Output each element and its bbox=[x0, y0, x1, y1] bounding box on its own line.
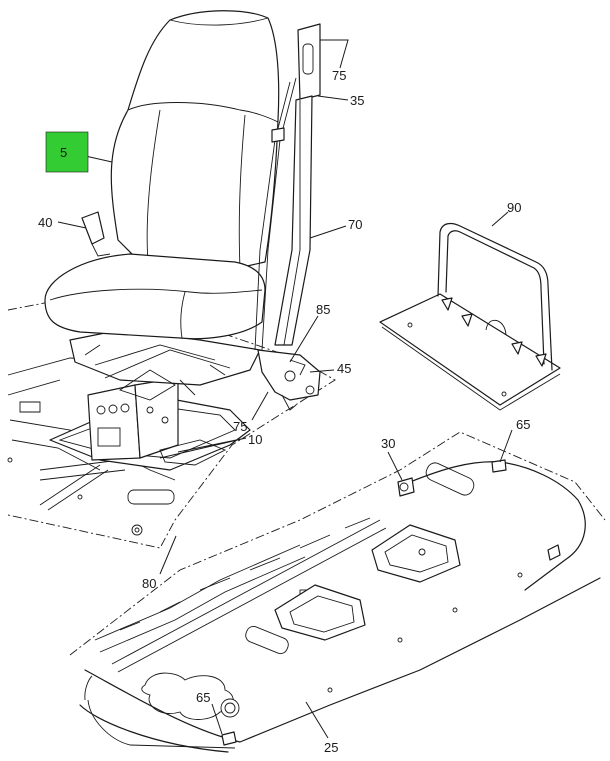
callout-5: 5 bbox=[60, 145, 67, 160]
callout-65-top: 65 bbox=[516, 417, 530, 432]
callout-75-top: 75 bbox=[332, 68, 346, 83]
callout-85: 85 bbox=[316, 302, 330, 317]
callout-30: 30 bbox=[381, 436, 395, 451]
cab-bracket bbox=[379, 222, 561, 411]
callout-65-bottom: 65 bbox=[196, 690, 210, 705]
callout-10: 10 bbox=[248, 432, 262, 447]
left-floor-panel bbox=[7, 299, 336, 549]
callout-75-bottom: 75 bbox=[233, 419, 247, 434]
callouts: 5 40 75 35 70 90 85 45 75 10 30 65 80 65… bbox=[38, 68, 530, 755]
callout-40: 40 bbox=[38, 215, 52, 230]
driver-seat bbox=[44, 10, 280, 340]
callout-70: 70 bbox=[348, 217, 362, 232]
seat-belt-assembly bbox=[254, 23, 321, 411]
callout-90: 90 bbox=[507, 200, 521, 215]
callout-5-highlight bbox=[45, 131, 89, 173]
callout-25: 25 bbox=[324, 740, 338, 755]
callout-45: 45 bbox=[337, 361, 351, 376]
callout-80: 80 bbox=[142, 576, 156, 591]
callout-35: 35 bbox=[350, 93, 364, 108]
cab-floor-panel bbox=[69, 431, 606, 753]
seat-riser-base bbox=[49, 377, 251, 471]
